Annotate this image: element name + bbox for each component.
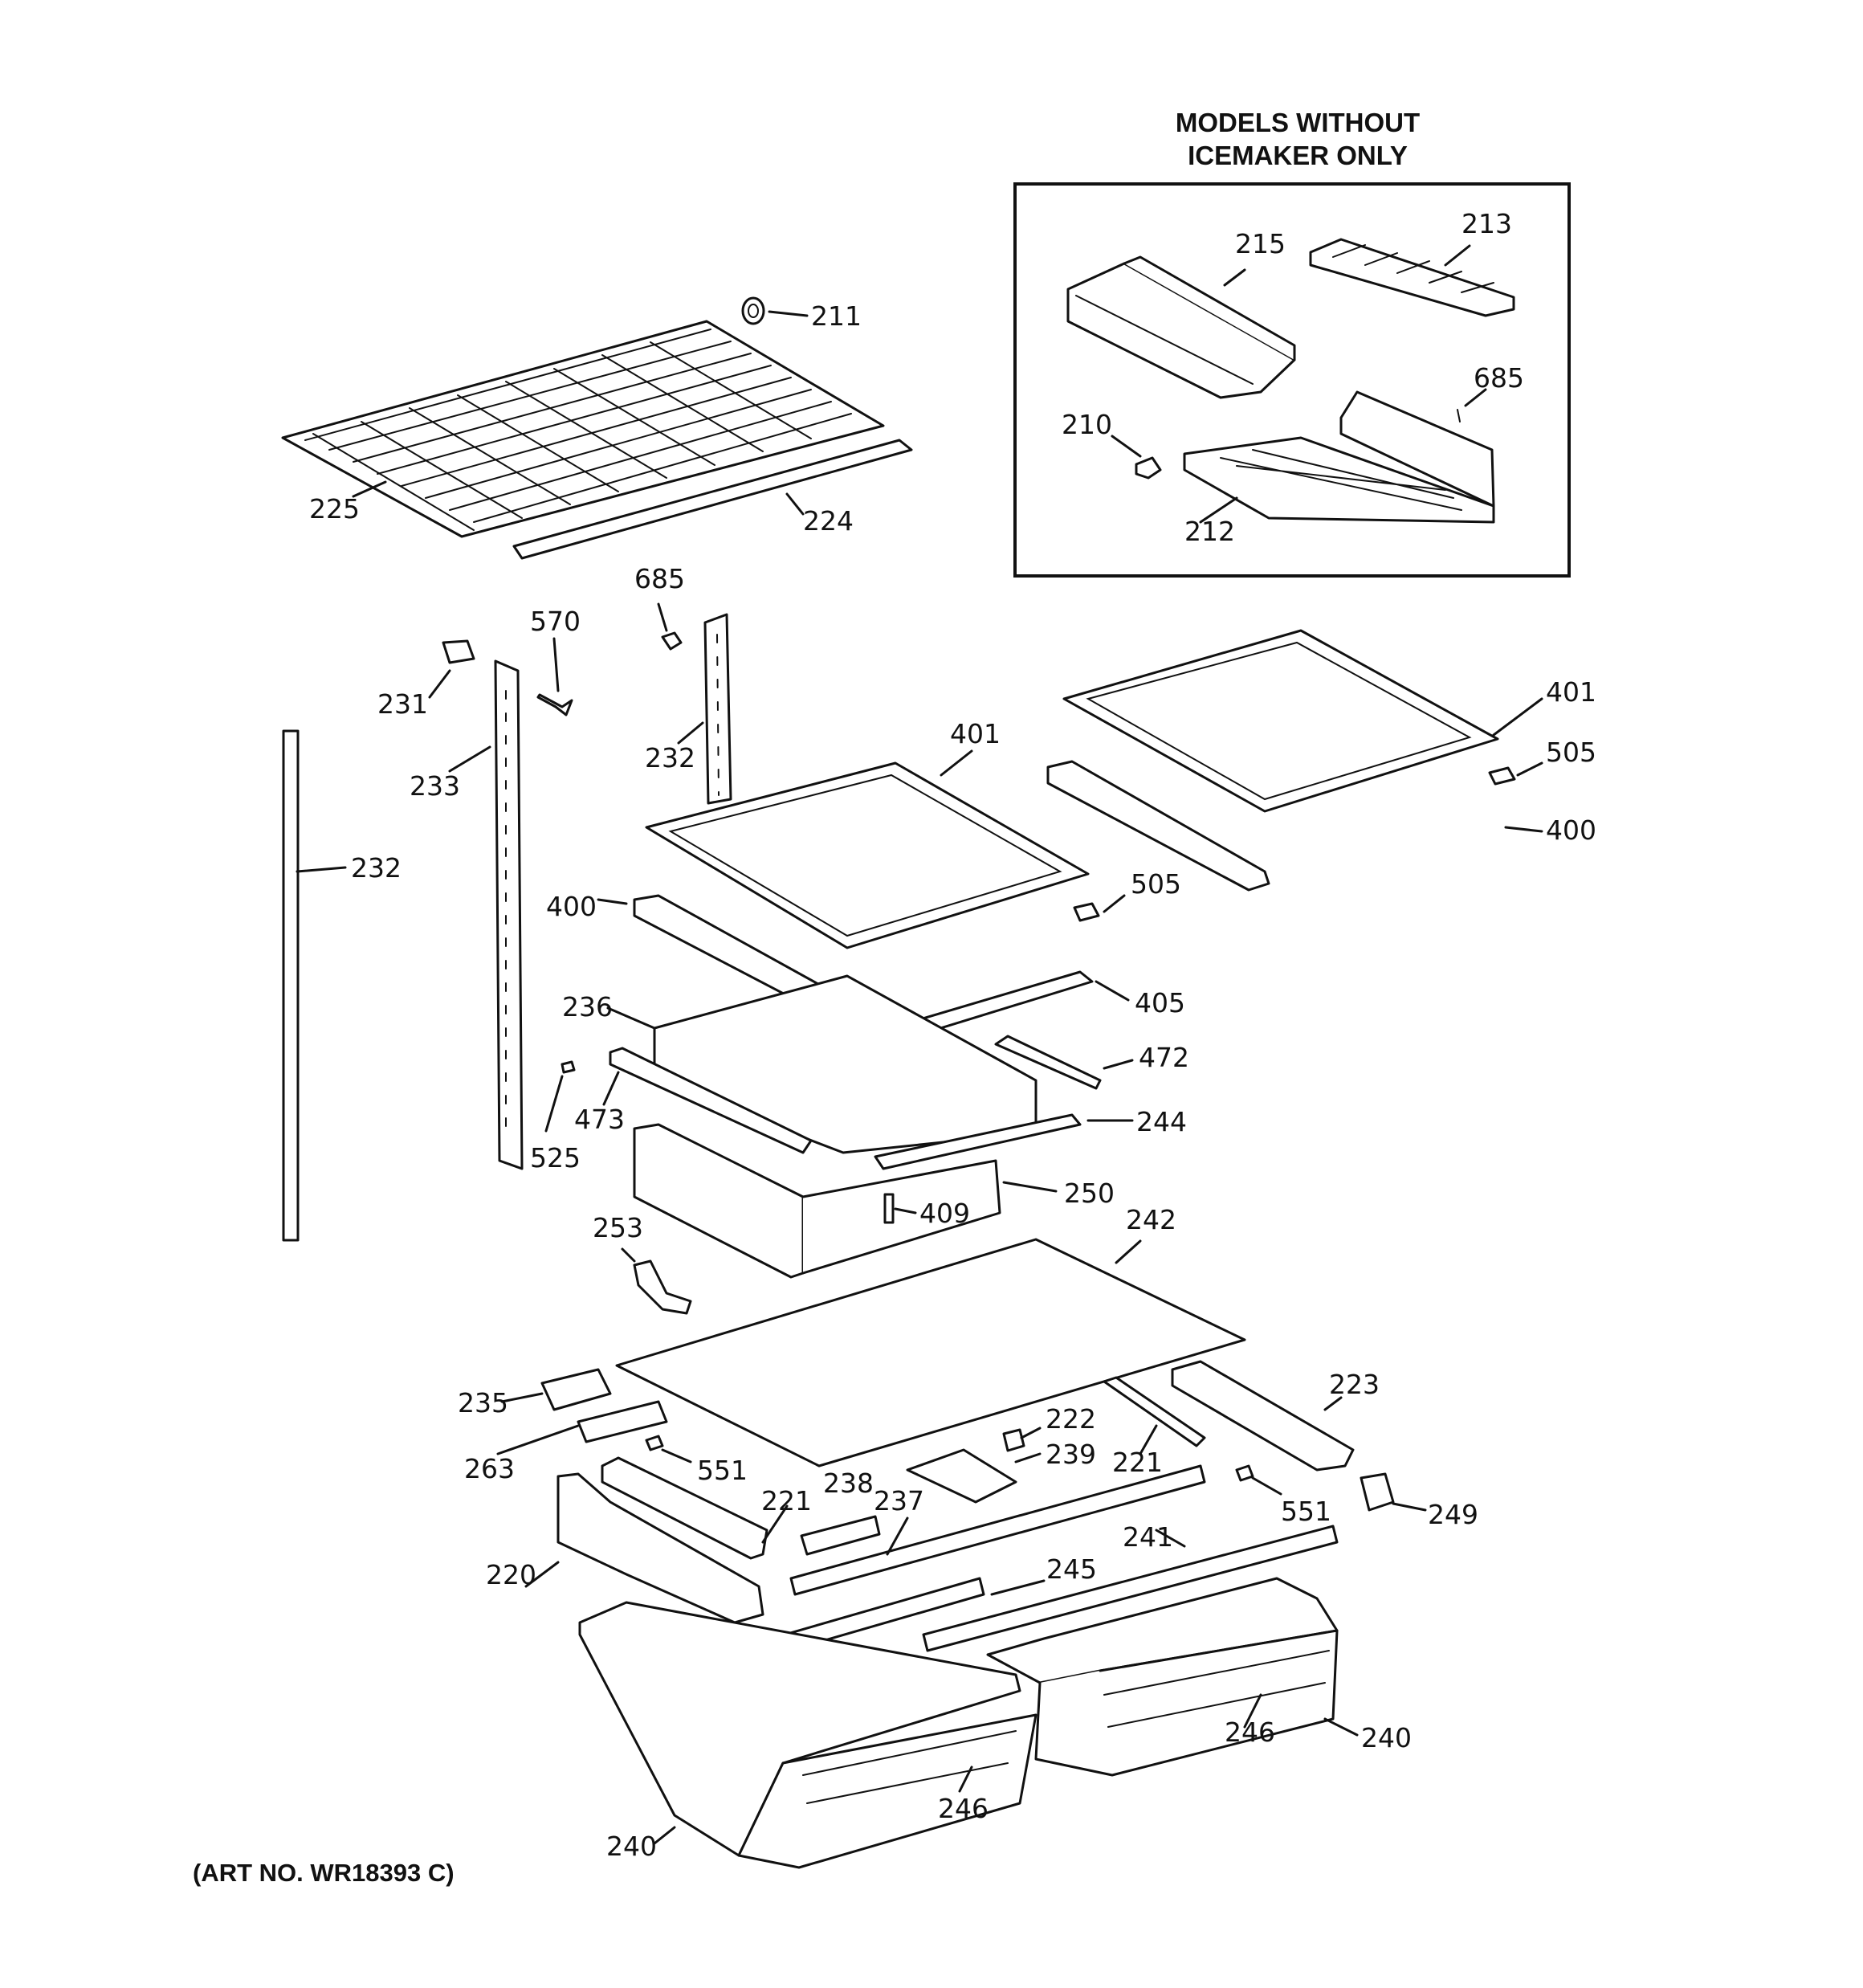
callout-263: 263 xyxy=(464,1453,515,1484)
callout-241: 241 xyxy=(1123,1521,1173,1553)
pan-250 xyxy=(633,1123,805,1279)
pan-trim-244 xyxy=(874,1113,1082,1170)
screw-570 xyxy=(536,693,573,716)
latch-253 xyxy=(633,1259,692,1315)
bearing-222 xyxy=(1002,1428,1025,1452)
callout-232-center: 232 xyxy=(645,742,695,774)
label-238 xyxy=(800,1515,881,1556)
rail-221-right xyxy=(1103,1376,1206,1447)
callout-400-back: 400 xyxy=(1546,814,1596,846)
wire-shelf-225 xyxy=(281,320,885,538)
screw-551-left xyxy=(645,1435,664,1451)
bracket-220 xyxy=(556,1472,764,1624)
shelf-support-505-front xyxy=(1073,902,1100,922)
callout-224: 224 xyxy=(803,505,854,537)
callout-525: 525 xyxy=(530,1142,581,1174)
callout-221-right: 221 xyxy=(1112,1447,1163,1478)
callout-570: 570 xyxy=(530,606,581,637)
callout-401-back: 401 xyxy=(1546,676,1596,708)
art-number: (ART NO. WR18393 C) xyxy=(193,1859,455,1887)
callout-472: 472 xyxy=(1139,1042,1189,1073)
callout-220: 220 xyxy=(486,1559,536,1590)
callout-685-inset: 685 xyxy=(1474,362,1524,394)
callout-244: 244 xyxy=(1136,1106,1187,1137)
callout-215: 215 xyxy=(1235,228,1286,259)
callout-253: 253 xyxy=(593,1212,643,1243)
screw-551-right xyxy=(1235,1464,1254,1482)
support-263 xyxy=(577,1400,668,1443)
callout-237: 237 xyxy=(874,1485,924,1517)
callout-210: 210 xyxy=(1062,409,1112,440)
glass-shelf-401-back xyxy=(1062,629,1499,813)
callout-235: 235 xyxy=(458,1387,508,1419)
screw-685-inset xyxy=(1457,409,1461,423)
inset-frame xyxy=(1013,182,1571,578)
callout-212: 212 xyxy=(1184,516,1235,547)
crisper-drawer-240-right xyxy=(986,1577,1339,1777)
callout-551-left: 551 xyxy=(697,1455,748,1486)
callout-505-back: 505 xyxy=(1546,737,1596,768)
callout-240-left: 240 xyxy=(606,1831,657,1862)
slide-223 xyxy=(1171,1360,1355,1472)
callout-225: 225 xyxy=(309,493,360,525)
callout-221-left: 221 xyxy=(761,1485,812,1517)
switch-249 xyxy=(1360,1472,1395,1512)
screw-210 xyxy=(1135,456,1162,480)
screw-685 xyxy=(661,631,683,651)
callout-236: 236 xyxy=(562,991,613,1023)
rail-232-left xyxy=(282,729,300,1242)
label-409 xyxy=(883,1193,895,1224)
icemaker-inset: MODELS WITHOUT ICEMAKER ONLY xyxy=(1013,108,1571,578)
crossbar-241 xyxy=(922,1525,1339,1652)
crossbar-237 xyxy=(789,1464,1206,1596)
inset-title-line2: ICEMAKER ONLY xyxy=(1188,141,1408,170)
ice-bucket-215 xyxy=(1066,255,1296,399)
glass-cover-242 xyxy=(615,1238,1246,1468)
ice-tray-213 xyxy=(1309,238,1515,317)
slide-472 xyxy=(994,1035,1102,1090)
shelf-frame-400-back xyxy=(1046,760,1270,892)
callout-250: 250 xyxy=(1064,1178,1115,1209)
callout-249: 249 xyxy=(1428,1499,1478,1530)
callout-222: 222 xyxy=(1046,1403,1096,1435)
callout-239: 239 xyxy=(1046,1439,1096,1470)
callout-213: 213 xyxy=(1461,208,1512,239)
shelf-trim-224 xyxy=(512,439,913,560)
callout-232-left: 232 xyxy=(351,852,402,884)
shelf-stop-231 xyxy=(442,639,475,664)
callout-551-right: 551 xyxy=(1281,1496,1331,1527)
pan-250-body xyxy=(801,1159,1001,1275)
shelf-support-505-back xyxy=(1488,766,1516,786)
inset-title-line1: MODELS WITHOUT xyxy=(1176,108,1420,137)
callout-labels: 211 225 224 215 213 685 210 212 685 570 … xyxy=(309,208,1596,1862)
callout-505-front: 505 xyxy=(1131,868,1181,900)
rail-221-left xyxy=(601,1456,768,1560)
callout-238: 238 xyxy=(823,1468,874,1499)
bucket-support-212 xyxy=(1183,390,1495,524)
callout-211: 211 xyxy=(811,300,862,332)
rail-233 xyxy=(494,659,524,1170)
callout-400-front: 400 xyxy=(546,891,597,922)
bracket-239 xyxy=(906,1448,1017,1504)
glass-shelf-401-front xyxy=(645,761,1090,949)
callout-245: 245 xyxy=(1046,1553,1097,1585)
callout-473: 473 xyxy=(574,1104,625,1135)
callout-405: 405 xyxy=(1135,987,1185,1018)
callout-246-left: 246 xyxy=(938,1793,989,1824)
support-235 xyxy=(540,1368,612,1411)
shelf-stop-211 xyxy=(741,296,765,325)
callout-242: 242 xyxy=(1126,1204,1176,1235)
crisper-drawer-240-left xyxy=(578,1601,1037,1869)
callout-231: 231 xyxy=(377,688,428,720)
slide-473 xyxy=(609,1047,813,1154)
callout-409: 409 xyxy=(919,1198,970,1229)
callout-685: 685 xyxy=(634,563,685,594)
screw-525 xyxy=(561,1060,576,1074)
callout-223: 223 xyxy=(1329,1369,1380,1400)
callout-401-front: 401 xyxy=(950,718,1001,749)
callout-233: 233 xyxy=(410,770,460,802)
callout-240-right: 240 xyxy=(1361,1722,1412,1753)
callout-246-right: 246 xyxy=(1225,1717,1275,1748)
